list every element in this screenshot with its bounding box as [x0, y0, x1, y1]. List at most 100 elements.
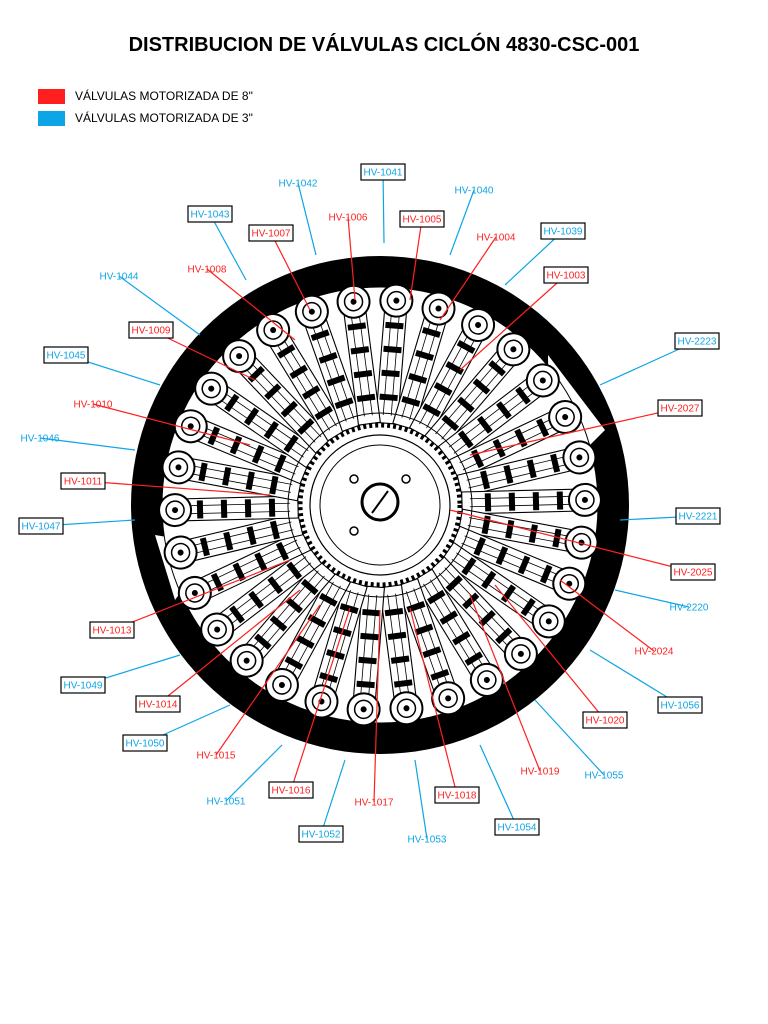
cyclone-arm — [346, 585, 386, 727]
cyclone-head-core — [510, 346, 517, 353]
cyclone-arm — [437, 363, 560, 465]
leader-line — [439, 236, 497, 321]
arm-clamp — [360, 632, 379, 641]
valve-tag-label: HV-2220 — [670, 603, 709, 614]
cyclone-arm — [408, 307, 496, 440]
valve-tag: HV-1046 — [21, 434, 60, 445]
arm-clamp — [300, 578, 319, 596]
arm-clamp — [552, 528, 562, 548]
arm-clamp — [356, 393, 376, 403]
valve-tag-box — [43, 346, 89, 364]
leader-line — [347, 216, 356, 301]
arm-clamp — [297, 418, 315, 435]
leader-line — [449, 189, 475, 256]
arm-clamp — [264, 383, 282, 401]
cyclone-head-core — [172, 507, 179, 514]
arm-clamp — [408, 373, 428, 384]
valve-tag-box — [657, 696, 703, 714]
cyclone-head-core — [177, 549, 184, 556]
arm-clamp — [462, 592, 480, 610]
valve-tag: HV-1017 — [355, 798, 394, 809]
arm-clamp — [283, 434, 299, 453]
valve-tag: HV-1044 — [100, 272, 139, 283]
cyclone-head-core — [445, 695, 452, 702]
valve-tag-label: HV-1049 — [64, 681, 103, 692]
cyclone-head-core — [393, 297, 400, 304]
valve-tag-label: HV-2027 — [661, 404, 700, 415]
arm-clamp — [536, 418, 550, 438]
valve-tag: HV-1040 — [455, 186, 494, 197]
arm-clamp — [222, 466, 232, 486]
cyclone-arm — [229, 559, 336, 678]
cyclone-head-core — [191, 589, 198, 596]
valve-tag-label: HV-1041 — [364, 168, 403, 179]
arm-clamp — [414, 623, 434, 636]
valve-tag-box — [540, 222, 586, 240]
arm-clamp — [445, 575, 463, 592]
arm-clamp — [496, 401, 512, 420]
valve-tag: HV-1045 — [43, 346, 89, 364]
arm-clamp — [339, 603, 359, 614]
cyclone-body — [131, 256, 629, 754]
valve-tag-box — [675, 507, 721, 525]
valve-tag: HV-1004 — [477, 233, 516, 244]
cyclone-arm — [450, 525, 587, 601]
leader-line — [469, 407, 681, 456]
arm-clamp — [383, 345, 402, 354]
cyclone-head-core — [278, 682, 285, 689]
leader-line — [414, 759, 428, 840]
valve-tag-box — [494, 818, 540, 836]
valve-tag: HV-1049 — [60, 676, 106, 694]
arm-clamp — [473, 537, 486, 556]
valve-tag-box — [122, 734, 168, 752]
arm-clamp — [556, 491, 564, 510]
cyclone-arm — [424, 332, 531, 451]
valve-tag: HV-1011 — [60, 472, 106, 490]
legend-swatch-blue — [38, 110, 65, 126]
cyclone-arm — [396, 577, 466, 716]
arm-clamp — [254, 633, 272, 650]
arm-clamp — [284, 656, 304, 671]
arm-clamp — [356, 680, 375, 689]
cyclone-arm — [336, 284, 381, 426]
valve-tag-label: HV-1044 — [100, 272, 139, 283]
cyclone-head-core — [435, 305, 442, 312]
arm-clamp — [280, 400, 298, 418]
arm-clamp — [384, 607, 404, 617]
leader-line — [92, 403, 251, 446]
arm-clamp — [269, 475, 279, 495]
leader-line — [534, 699, 605, 776]
arm-clamp — [500, 584, 517, 603]
arm-clamp — [461, 557, 477, 576]
valve-tag: HV-1055 — [585, 771, 624, 782]
valve-tag: HV-2223 — [674, 332, 720, 350]
valve-tag-box — [248, 224, 294, 242]
arm-clamp — [478, 609, 496, 627]
leader-line — [206, 268, 296, 341]
valve-tag-box — [434, 786, 480, 804]
cyclone-arm — [264, 570, 352, 703]
leader-line — [270, 232, 311, 311]
arm-clamp — [276, 344, 296, 359]
leader-line — [382, 171, 385, 244]
leader-line — [459, 274, 567, 371]
arm-clamp — [433, 382, 453, 397]
valve-tag-label: HV-1040 — [455, 186, 494, 197]
arm-clamp — [484, 493, 492, 512]
hub-bolt — [401, 474, 411, 484]
cyclone-head-core — [539, 377, 546, 384]
arm-clamp — [246, 526, 257, 546]
arm-clamp — [457, 430, 474, 449]
valve-tag: HV-1005 — [399, 210, 445, 228]
arm-clamp — [441, 414, 460, 432]
valve-tag-label: HV-1050 — [126, 739, 165, 750]
valve-tag-label: HV-2025 — [674, 568, 713, 579]
valve-tag: HV-2027 — [657, 399, 703, 417]
valve-tag-label: HV-1004 — [477, 233, 516, 244]
arm-clamp — [244, 499, 252, 518]
leader-line — [157, 589, 301, 705]
valve-tag-box — [60, 472, 106, 490]
valve-tag-box — [399, 210, 445, 228]
arm-clamp — [269, 615, 288, 632]
valve-tag-label: HV-1015 — [197, 751, 236, 762]
